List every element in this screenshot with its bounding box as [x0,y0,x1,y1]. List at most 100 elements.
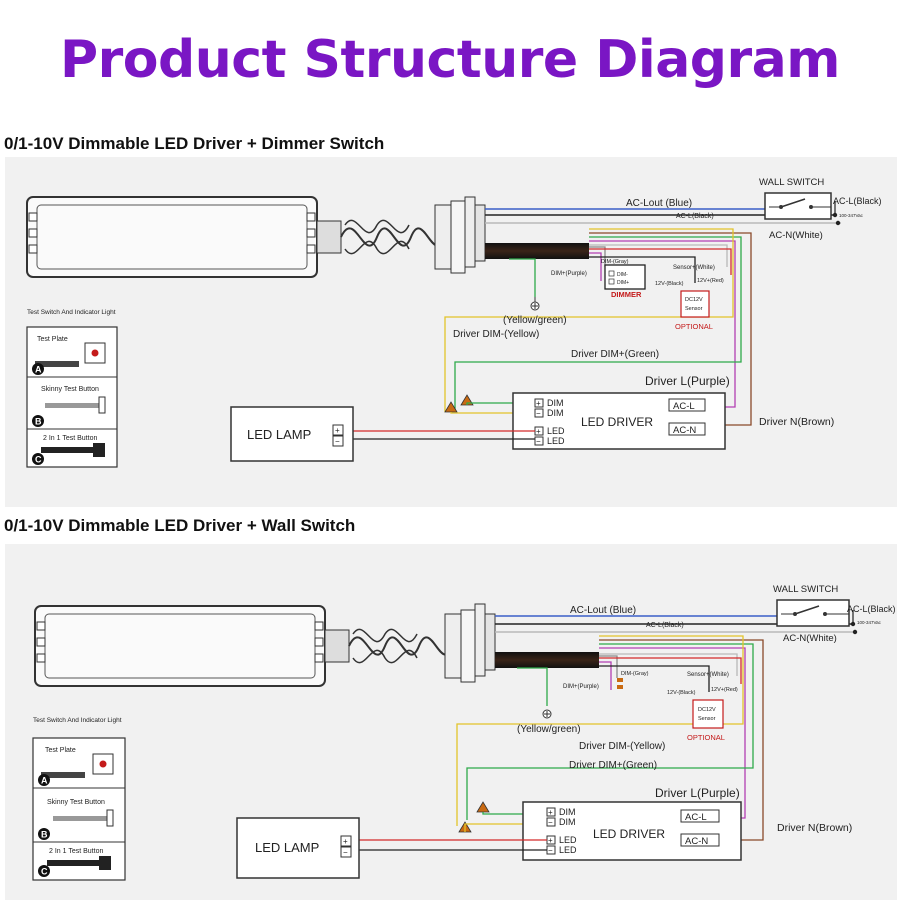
sensor-box-line-2: Sensor [698,716,716,722]
connector-plug-icon [617,678,623,689]
two-in-one-icon [41,447,95,453]
badge-a [32,363,44,375]
skinny-button-icon [45,403,101,408]
cable-connector [434,196,486,274]
two-in-one-label: 2 In 1 Test Button [49,848,103,855]
led-driver-box [512,392,726,450]
test-switch-header: Test Switch And Indicator Light [33,717,122,724]
led-lamp-box [236,817,360,879]
diagram-2-panel: WALL SWITCH AC-L(Black) 100-347Vac AC-N(… [5,544,897,900]
skinny-button-icon [53,816,109,821]
lamp-minus-sign: − [335,437,340,446]
driver-housing [34,605,350,687]
wire-dim-gray [599,655,618,678]
badge-c-label: C [41,867,48,877]
term-dim-2: DIM [547,408,564,418]
ac-l-black-small-label: AC-L(Black) [676,213,714,220]
driver-l-label: Driver L(Purple) [645,374,730,388]
lamp-plus-sign: + [343,837,348,846]
wire-dim-purple [589,252,602,281]
sensor-black-label: 12V-(Black) [667,690,696,696]
term-dim-1: DIM [547,398,564,408]
badge-c [32,453,44,465]
dim-purple-label: DIM+(Purple) [563,684,599,690]
badge-b [32,415,44,427]
term-dim-1: DIM [559,807,576,817]
skinny-button-label: Skinny Test Button [47,799,105,806]
test-plate-label: Test Plate [37,336,68,343]
driver-housing [26,196,342,278]
skinny-button-label: Skinny Test Button [41,386,99,393]
term-led-minus-sign: − [548,846,553,855]
page-title: Product Structure Diagram [60,30,840,90]
lamp-plus-sign: + [335,426,340,435]
two-in-one-icon [47,860,101,866]
driver-dim-minus-label: Driver DIM-(Yellow) [579,741,665,752]
term-ac-n: AC-N [685,836,708,847]
ac-l-black-label: AC-L(Black) [847,604,896,614]
test-cable-icon [35,361,79,367]
sensor-box [692,699,724,729]
term-led-1: LED [559,835,577,845]
coiled-cable [340,219,446,255]
wall-switch [764,192,832,220]
dim-purple-label: DIM+(Purple) [551,271,587,277]
led-lamp-label: LED LAMP [247,427,311,442]
dim-gray-label: DIM-(Gray) [621,671,649,677]
term-ac-l: AC-L [673,401,695,412]
driver-n-label: Driver N(Brown) [777,822,852,834]
term-led-1: LED [547,426,565,436]
optional-label: OPTIONAL [675,322,713,331]
badge-b-label: B [41,830,48,840]
badge-a [38,774,50,786]
badge-b [38,828,50,840]
voltage-label: 100-347Vac [857,620,882,625]
ac-lout-blue-label: AC-Lout (Blue) [626,198,692,209]
wall-switch [776,599,850,627]
dimmer-plus-label: DIM+ [617,280,629,286]
two-in-one-label: 2 In 1 Test Button [43,435,97,442]
sensor-box-line-1: DC12V [698,707,716,713]
term-dim-plus-sign: + [536,399,541,408]
ac-n-white-label: AC-N(White) [769,230,823,241]
ground-label: (Yellow/green) [517,724,581,735]
dimmer-box [604,264,646,290]
led-lamp-label: LED LAMP [255,840,319,855]
wall-switch-label: WALL SWITCH [773,584,838,595]
voltage-label: 100-347Vac [839,213,864,218]
term-ac-n: AC-N [673,425,696,436]
ac-l-black-label: AC-L(Black) [833,196,882,206]
ac-lout-blue-label: AC-Lout (Blue) [570,605,636,616]
term-led-2: LED [547,436,565,446]
term-led-minus-sign: − [536,437,541,446]
sensor-box [680,290,710,318]
ac-l-black-small-label: AC-L(Black) [646,622,684,629]
wall-switch-label: WALL SWITCH [759,177,824,188]
wire-bundle [485,243,589,259]
ac-n-white-label: AC-N(White) [783,633,837,644]
wire-dim-gray [589,246,606,267]
lamp-minus-sign: − [343,848,348,857]
diagram-1-panel: WALL SWITCH AC-L(Black) 100-347Vac AC-N(… [5,157,897,507]
term-led-plus-sign: + [548,836,553,845]
term-led-2: LED [559,845,577,855]
dimmer-minus-label: DIM- [617,272,628,278]
wire-nut-icon [458,801,490,833]
sensor-white-label: Sensor+(White) [673,265,715,271]
driver-n-label: Driver N(Brown) [759,416,834,428]
sensor-white-label: Sensor+(White) [687,672,729,678]
test-cable-icon [41,772,85,778]
led-driver-label: LED DRIVER [581,415,653,429]
led-driver-label: LED DRIVER [593,827,665,841]
badge-a-label: A [41,776,48,786]
test-plate-label: Test Plate [45,747,76,754]
wire-dim-purple [599,661,612,690]
driver-dim-minus-label: Driver DIM-(Yellow) [453,329,539,340]
coiled-cable [348,628,454,664]
sensor-red-label: 12V+(Red) [711,687,738,693]
badge-b-label: B [35,417,42,427]
wiring-diagram-dimmer: WALL SWITCH AC-L(Black) 100-347Vac AC-N(… [26,177,882,468]
sensor-box-line-2: Sensor [685,306,703,312]
optional-label: OPTIONAL [687,733,725,742]
led-driver-box [522,801,742,861]
